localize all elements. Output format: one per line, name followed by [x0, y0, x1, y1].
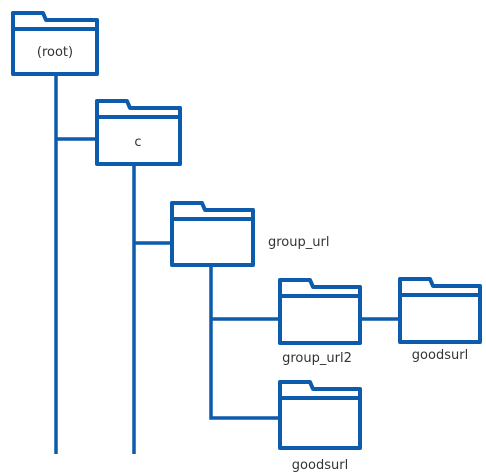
folder-label-group-url2: group_url2 [282, 351, 352, 366]
folder-label-group-url: group_url [268, 235, 329, 250]
folder-icon [278, 278, 362, 345]
folder-icon [170, 201, 255, 267]
folder-node-goodsurl-bottom[interactable]: goodsurl [278, 380, 362, 473]
folder-icon [398, 277, 482, 344]
folder-node-c[interactable]: c [95, 99, 182, 166]
folder-label-c: c [134, 135, 141, 150]
folder-label-root: (root) [37, 45, 73, 60]
folder-node-group-url[interactable]: group_url [170, 201, 329, 267]
folder-label-goodsurl-right: goodsurl [412, 348, 468, 363]
folder-node-goodsurl-right[interactable]: goodsurl [398, 277, 482, 363]
folder-icon [95, 99, 182, 166]
folder-node-root[interactable]: (root) [11, 11, 99, 76]
tree-connectors [54, 74, 400, 454]
folder-label-goodsurl-bottom: goodsurl [292, 458, 348, 473]
folder-node-group-url2[interactable]: group_url2 [278, 278, 362, 366]
folder-icon [11, 11, 99, 76]
connector-group-url-trunk [209, 265, 280, 420]
folder-icon [278, 380, 362, 450]
